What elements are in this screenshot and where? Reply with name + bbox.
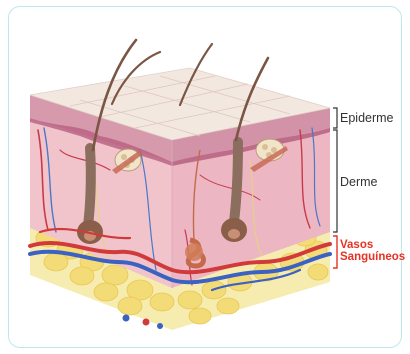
vessels-bracket xyxy=(333,236,337,268)
dermis-label: Derme xyxy=(340,175,378,189)
epidermis-label: Epiderme xyxy=(340,111,394,125)
blood-vessels-label-line2: Sanguíneos xyxy=(340,251,405,263)
epidermis-bracket xyxy=(333,108,337,128)
blood-vessels-label: Vasos Sanguíneos xyxy=(340,239,405,263)
blood-vessels-label-line1: Vasos xyxy=(340,239,405,251)
dermis-bracket xyxy=(333,130,337,232)
